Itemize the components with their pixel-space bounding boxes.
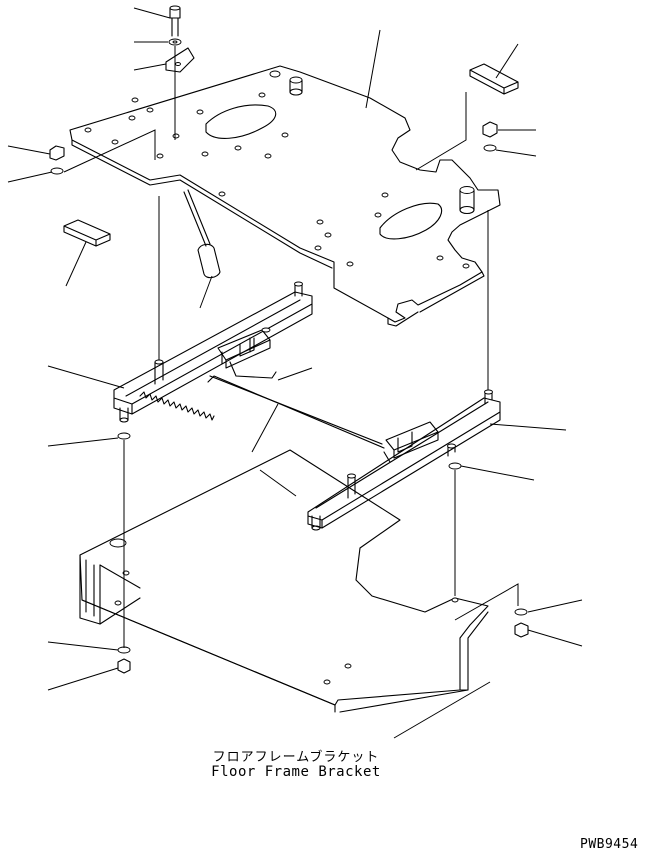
caption-english: Floor Frame Bracket <box>211 764 381 780</box>
right-seat-rail <box>307 389 501 531</box>
floor-frame-bracket <box>79 449 489 713</box>
left-seat-rail <box>113 281 313 423</box>
rail-connecting-rod <box>209 375 383 445</box>
fasteners <box>49 5 529 674</box>
caption-japanese: フロアフレームブラケット <box>212 750 380 765</box>
drawing-code: PWB9454 <box>580 837 639 852</box>
upper-mounting-plate <box>69 65 501 327</box>
assembly-guide-lines <box>63 46 519 648</box>
leader-lines <box>7 7 583 739</box>
rail-connecting-rod-outline <box>207 375 385 449</box>
